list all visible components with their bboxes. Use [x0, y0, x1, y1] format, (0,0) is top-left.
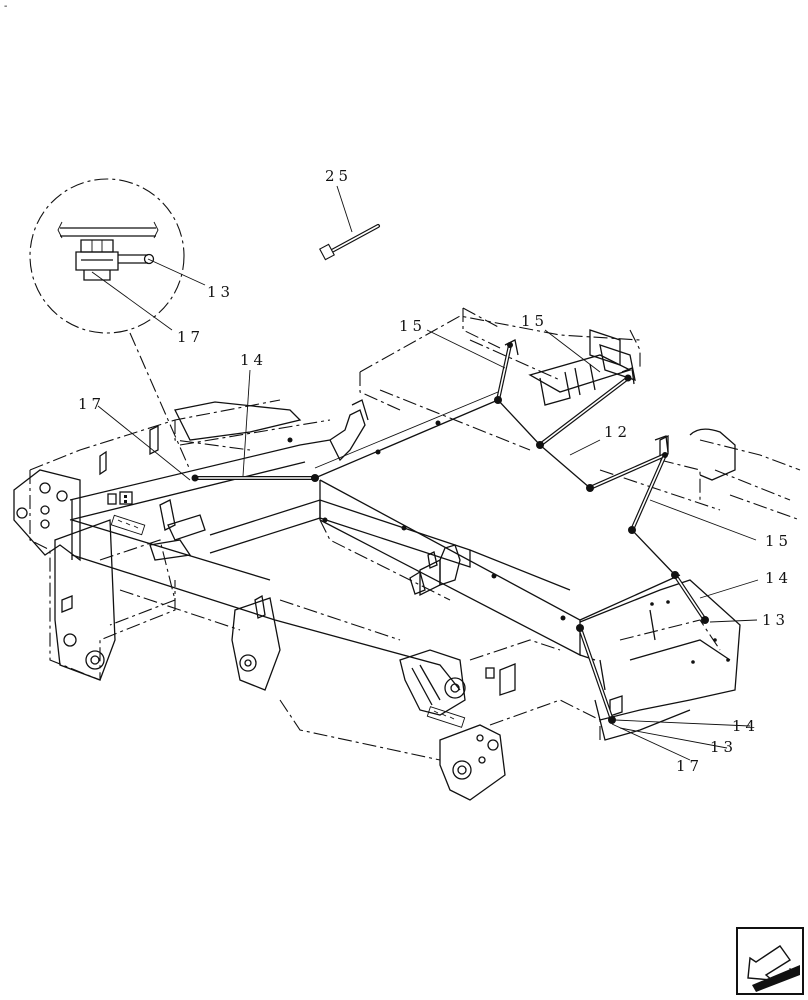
previous-page-arrow-icon[interactable] [736, 927, 804, 995]
brand-decal-bottom [426, 706, 466, 728]
callout-17-detail: 17 [177, 328, 204, 346]
right-side-panel [579, 579, 741, 741]
part-25-bolt [319, 224, 380, 261]
callout-13-detail: 13 [207, 283, 234, 301]
callout-25: 25 [325, 167, 352, 185]
callout-17-left: 17 [78, 395, 105, 413]
callouts: 25 13 17 15 15 14 17 12 15 14 13 14 13 1… [78, 167, 792, 775]
callout-15-right: 15 [765, 532, 792, 550]
callout-15-b: 15 [521, 312, 548, 330]
leader-lines [91, 185, 759, 761]
main-frame-beam [319, 479, 681, 716]
callout-13-bottom: 13 [710, 738, 737, 756]
left-hitch-frame [13, 399, 601, 801]
corner-mark: - [4, 1, 7, 12]
callout-14-left: 14 [240, 351, 267, 369]
pivot-bolts [191, 342, 709, 724]
brand-decal-left [110, 514, 146, 536]
callout-12: 12 [604, 423, 631, 441]
callout-14-bottom: 14 [732, 717, 759, 735]
upper-right-frame [359, 307, 801, 521]
callout-17-bottom: 17 [676, 757, 703, 775]
callout-13-right: 13 [762, 611, 789, 629]
detail-view-circle [29, 178, 185, 334]
callout-14-right: 14 [765, 569, 792, 587]
callout-15-a: 15 [399, 317, 426, 335]
